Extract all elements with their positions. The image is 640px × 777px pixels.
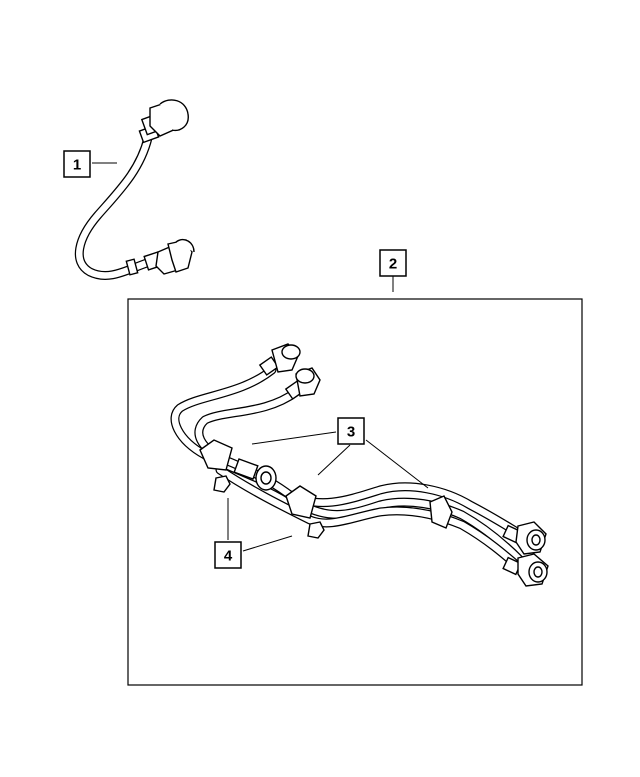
callout-3: 3 [337,417,365,445]
assembly-connector-lower-b [502,553,549,587]
hose-clip-middle [285,485,317,519]
hose-clip-left [199,439,233,471]
hose-clip-right [429,495,453,529]
lower-quick-connector [143,238,195,275]
svg-text:4: 4 [224,548,233,565]
upper-quick-connector [138,99,189,144]
leader-lines [92,162,429,552]
svg-text:3: 3 [347,424,355,441]
assembly-connector-upper-b [284,367,321,400]
assembly-connector-upper-a [258,343,301,376]
fuel-line-part-1 [74,99,195,280]
fuel-line-assembly-part-3 [170,343,549,587]
assembly-frame [127,298,583,686]
hose-clip [125,258,139,276]
callout-2: 2 [379,249,407,277]
assembly-connector-lower-a [502,521,547,555]
svg-text:1: 1 [73,157,81,174]
svg-text:2: 2 [389,256,397,273]
inline-connector [233,458,277,491]
mounting-nut-left [213,475,231,493]
mounting-nut-right [307,521,325,539]
callout-4: 4 [214,541,242,569]
callout-1: 1 [63,150,91,178]
